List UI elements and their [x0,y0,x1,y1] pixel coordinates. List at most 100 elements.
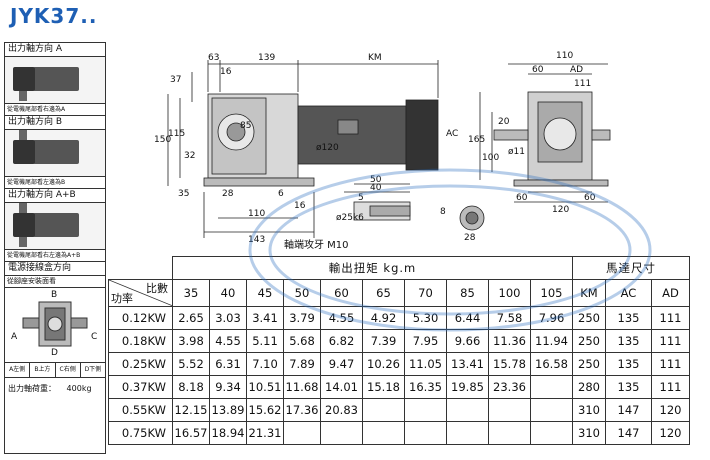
torque-cell [362,421,405,445]
torque-cell [446,421,489,445]
dim-11: ø11 [508,147,525,157]
power-cell: 0.18KW [108,329,173,353]
dir-a-label: 出力軸方向 A [5,43,105,57]
motor-size-header: 馬達尺寸 [572,256,690,280]
power-cell: 0.12KW [108,306,173,330]
dir-b-illustration [5,130,105,177]
dim-50: 50 [370,175,382,185]
terminal-position-diagram: B A C D [5,288,105,363]
pos-b-label: B [51,290,58,300]
dim-20: 20 [498,117,510,127]
torque-cell: 3.41 [246,306,284,330]
torque-cell: 10.26 [362,352,405,376]
dim-40: 40 [370,183,382,193]
torque-cell: 13.41 [446,352,489,376]
motor-size-cell: 310 [572,398,606,422]
torque-cell: 11.36 [488,329,531,353]
torque-cell: 14.01 [320,375,363,399]
torque-cell [446,398,489,422]
torque-cell: 18.94 [209,421,247,445]
torque-cell [488,398,531,422]
torque-cell: 9.66 [446,329,489,353]
motor-size-cell: 250 [572,306,606,330]
torque-cell: 5.68 [283,329,321,353]
dim-60-side: 60 [532,65,544,75]
dim-85: 85 [240,121,251,131]
terminal-dir-note: 從腳座安裝面看 [5,276,105,288]
power-cell: 0.75KW [108,421,173,445]
torque-cell: 20.83 [320,398,363,422]
pos-c-label: C [91,332,98,342]
ratio-65: 65 [362,279,405,307]
motor-size-cell: 135 [605,306,652,330]
dir-ab-label: 出力軸方向 A+B [5,189,105,203]
torque-cell: 3.98 [172,329,210,353]
dir-b-label: 出力軸方向 B [5,116,105,130]
ratio-label: 比數 [146,282,168,295]
dim-110-side: 110 [556,51,573,61]
torque-cell: 7.95 [404,329,447,353]
dim-25k6: ø25k6 [336,213,364,223]
ratio-60: 60 [320,279,363,307]
dim-km: KM [368,53,382,63]
torque-cell: 12.15 [172,398,210,422]
dim-ad: AD [570,65,583,75]
torque-cell [530,398,573,422]
motor-size-cell: 147 [605,398,652,422]
dir-ab-illustration [5,203,105,250]
torque-cell: 6.31 [209,352,247,376]
torque-cell: 11.68 [283,375,321,399]
torque-cell: 9.34 [209,375,247,399]
torque-cell: 15.62 [246,398,284,422]
torque-cell: 6.82 [320,329,363,353]
ratio-50: 50 [283,279,321,307]
motor-size-cell: 250 [572,329,606,353]
dim-115: 115 [168,129,185,139]
torque-cell [283,421,321,445]
motor-size-cell: 120 [651,398,690,422]
torque-cell: 4.55 [209,329,247,353]
torque-cell: 5.52 [172,352,210,376]
motor-size-cell: 120 [651,421,690,445]
dim-8: 8 [440,207,446,217]
ratio-45: 45 [246,279,284,307]
torque-cell: 16.35 [404,375,447,399]
ratio-105: 105 [530,279,573,307]
torque-cell: 4.92 [362,306,405,330]
motor-size-cell: 111 [651,329,690,353]
torque-cell [320,421,363,445]
torque-cell: 10.51 [246,375,284,399]
dim-165: 165 [468,135,485,145]
torque-cell: 21.31 [246,421,284,445]
power-cell: 0.25KW [108,352,173,376]
technical-drawing: 63 139 KM 110 60 AD 111 37 16 150 115 32… [154,51,611,251]
pos-a-label: A [11,332,18,342]
torque-cell: 3.03 [209,306,247,330]
torque-cell: 23.36 [488,375,531,399]
motor-size-cell: 280 [572,375,606,399]
torque-cell: 16.58 [530,352,573,376]
torque-cell: 6.44 [446,306,489,330]
torque-cell: 3.79 [283,306,321,330]
dim-111: 111 [574,79,591,89]
torque-cell: 7.58 [488,306,531,330]
ratio-35: 35 [172,279,210,307]
ratio-70: 70 [404,279,447,307]
dim-60-bottom-right: 60 [584,193,596,203]
torque-cell: 7.10 [246,352,284,376]
torque-cell: 9.47 [320,352,363,376]
motor-size-cell: 310 [572,421,606,445]
dim-63: 63 [208,53,219,63]
motor-size-cell: 250 [572,352,606,376]
dim-120: ø120 [316,143,339,153]
dim-110: 110 [248,209,265,219]
power-cell: 0.55KW [108,398,173,422]
torque-cell [530,421,573,445]
terminal-dir-label: 電源接線盒方向 [5,262,105,276]
torque-cell: 4.55 [320,306,363,330]
thread-label: 軸端攻牙 M10 [284,238,349,251]
torque-cell: 13.89 [209,398,247,422]
dim-60-bottom-left: 60 [516,193,528,203]
